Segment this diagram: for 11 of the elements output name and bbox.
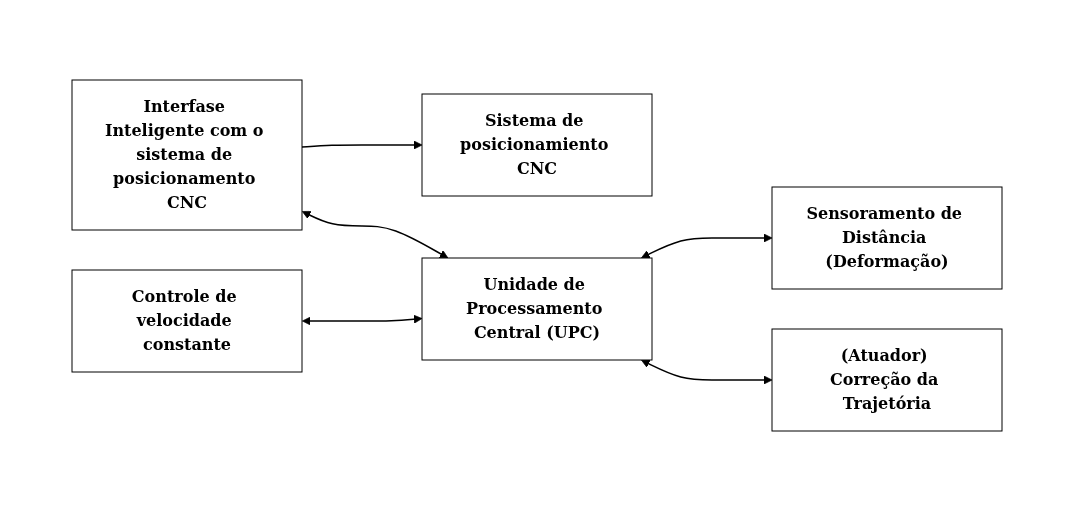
node-box: (Atuador) Correção da Trajetória bbox=[771, 328, 1002, 432]
node-box: Sensoramento de Distância (Deformação) bbox=[771, 186, 1002, 290]
node-box: Unidade de Processamento Central (UPC) bbox=[421, 257, 652, 361]
node-box: Controle de velocidade constante bbox=[71, 269, 302, 373]
arrow bbox=[301, 314, 422, 326]
arrow bbox=[301, 211, 448, 259]
arrow bbox=[640, 233, 772, 259]
arrow bbox=[300, 140, 422, 150]
node-box: Interfase Inteligente com o sistema de posicionamento CNC bbox=[71, 79, 302, 231]
arrow bbox=[640, 359, 772, 385]
node-box: Sistema de posicionamiento CNC bbox=[421, 93, 652, 197]
